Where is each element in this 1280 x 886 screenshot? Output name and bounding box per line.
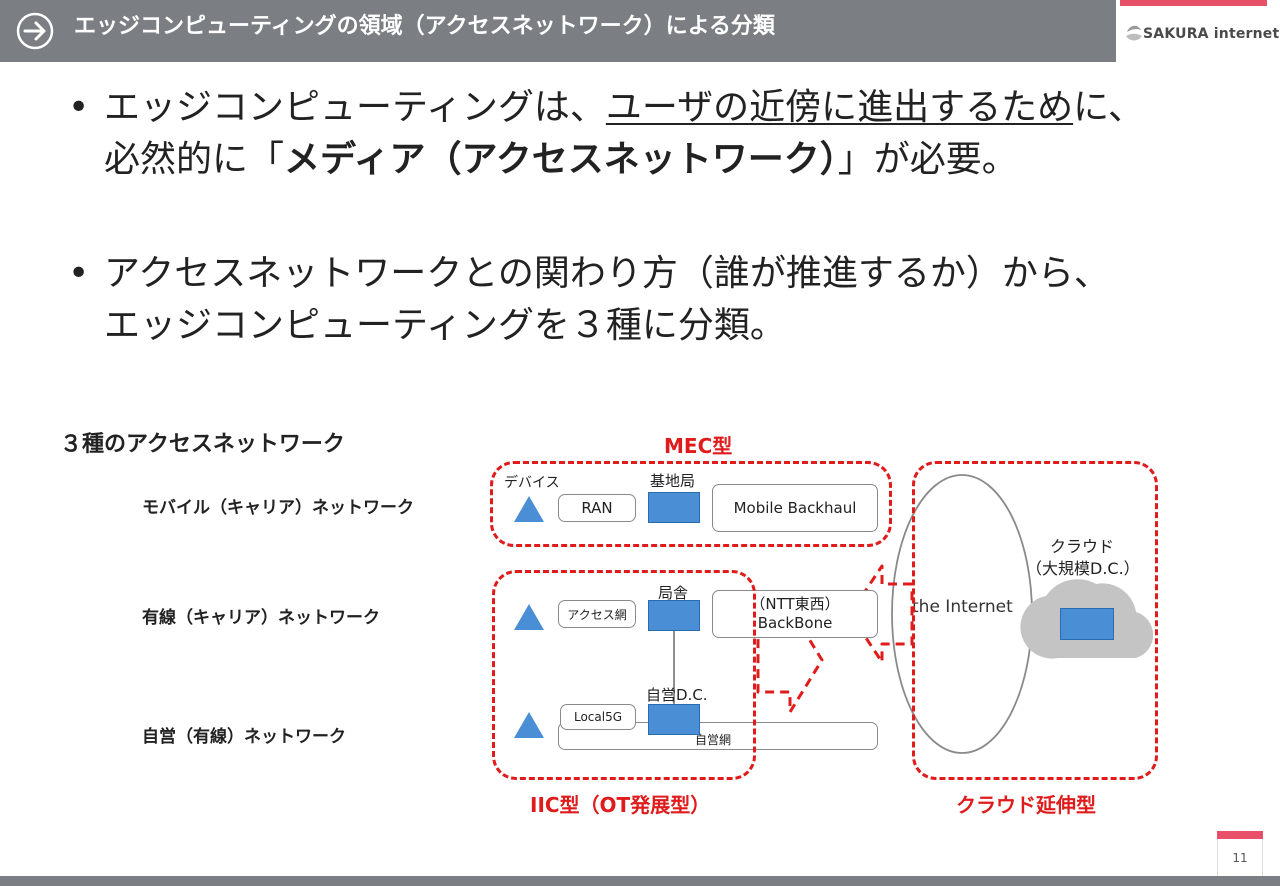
access-network-box: アクセス網: [558, 600, 636, 628]
base-station-label: 基地局: [650, 472, 696, 490]
device-label: デバイス: [504, 475, 560, 491]
row-label-private: 自営（有線）ネットワーク: [142, 727, 346, 747]
device-icon: [514, 496, 544, 522]
slide-title: エッジコンピューティングの領域（アクセスネットワーク）による分類: [74, 14, 775, 39]
bullet-line: エッジコンピューティングを３種に分類。: [104, 305, 786, 346]
cloud-extension-region: [912, 461, 1158, 780]
bullet-dot: •: [68, 253, 90, 294]
mec-type-label: MEC型: [664, 434, 733, 458]
diagram-title: ３種のアクセスネットワーク: [60, 432, 345, 457]
base-station-icon: [648, 492, 700, 523]
underlined-phrase: ユーザの近傍に進出するため: [605, 87, 1074, 128]
row-label-wired: 有線（キャリア）ネットワーク: [142, 608, 380, 628]
backbone-box: （NTT東西） BackBone: [712, 590, 878, 638]
backbone-carrier-label: （NTT東西）: [750, 595, 840, 613]
cloud-type-label: クラウド延伸型: [956, 793, 1096, 817]
arrow-right-icon: [16, 12, 54, 50]
page-number: 11: [1232, 851, 1248, 865]
sakura-logo-icon: [1126, 25, 1142, 41]
footer-bar: [0, 876, 1280, 886]
bullet-text: エッジコンピューティングは、ユーザの近傍に進出するために、 必然的に「メディア（…: [104, 82, 1254, 186]
row-label-mobile: モバイル（キャリア）ネットワーク: [142, 498, 414, 518]
private-dc-label: 自営D.C.: [646, 686, 708, 704]
bullet-text: アクセスネットワークとの関わり方（誰が推進するか）から、 エッジコンピューティン…: [104, 248, 1254, 352]
bullet-line: 必然的に「メディア（アクセスネットワーク）」が必要。: [104, 139, 1018, 180]
iic-type-label: IIC型（OT発展型）: [530, 793, 711, 817]
iic-region: [492, 570, 756, 780]
mobile-backhaul-box: Mobile Backhaul: [712, 484, 878, 532]
logo-area: [1116, 0, 1280, 62]
logo-accent-bar: [1120, 0, 1267, 6]
office-label: 局舎: [658, 584, 689, 602]
backbone-label: BackBone: [757, 614, 833, 632]
cloud-server-icon: [1060, 608, 1114, 640]
ran-box: RAN: [558, 494, 636, 522]
cloud-label: クラウド: [1050, 537, 1115, 556]
bullet-dot: •: [68, 87, 90, 128]
cloud-sublabel: （大規模D.C.）: [1026, 559, 1140, 578]
mec-region: [490, 461, 892, 547]
device-icon: [514, 604, 544, 630]
bullet-line: エッジコンピューティングは、ユーザの近傍に進出するために、: [104, 87, 1145, 128]
header-bar: [0, 0, 1280, 62]
office-icon: [648, 600, 700, 631]
internet-label: the Internet: [912, 597, 1013, 617]
bold-phrase: メディア（アクセスネットワーク）: [284, 139, 838, 180]
device-icon: [514, 712, 544, 738]
page-accent-bar: [1217, 831, 1263, 839]
private-dc-icon: [648, 704, 700, 735]
local5g-box: Local5G: [560, 704, 636, 730]
bullet-line: アクセスネットワークとの関わり方（誰が推進するか）から、: [104, 253, 1110, 294]
logo-text: SAKURA internet: [1143, 26, 1280, 42]
page-number-box: [1217, 839, 1263, 876]
